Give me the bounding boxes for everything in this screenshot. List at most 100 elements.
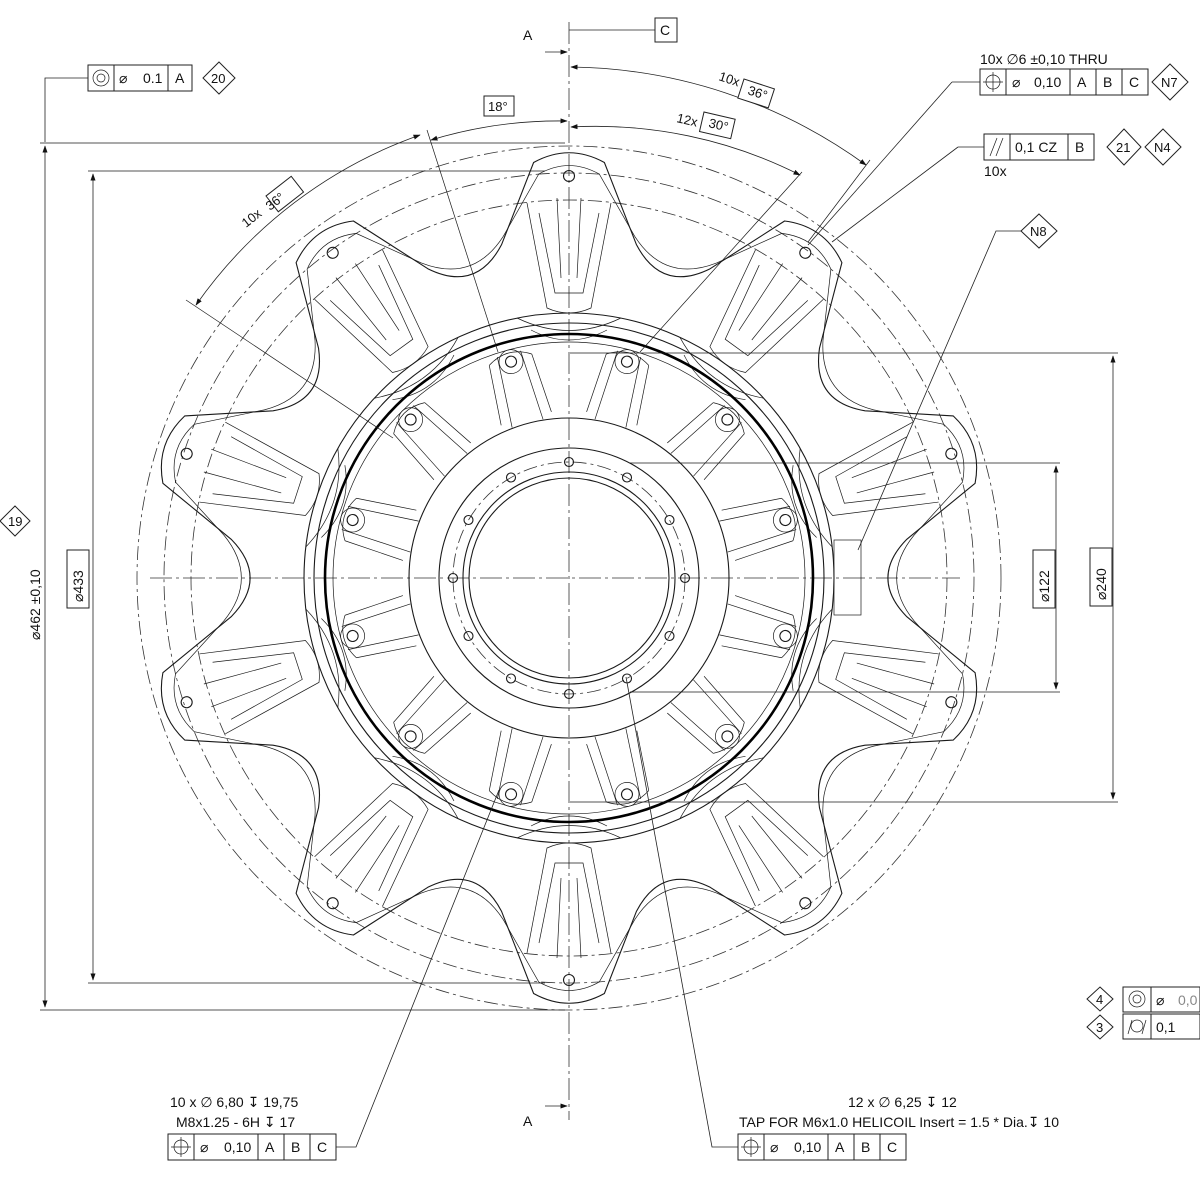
balloon-n4 — [1144, 128, 1182, 166]
svg-text:N8: N8 — [1030, 224, 1047, 239]
tooth-hole — [180, 696, 193, 709]
inner-spoke — [667, 402, 745, 480]
tooth-hole — [945, 447, 958, 460]
centerlines — [150, 22, 960, 1120]
inner-spokes — [340, 349, 798, 807]
svg-text:4: 4 — [1096, 992, 1103, 1007]
svg-text:B: B — [1075, 139, 1084, 155]
svg-text:0,1: 0,1 — [1156, 1019, 1176, 1035]
hub-bolt-hole — [463, 630, 474, 642]
inner-rings — [303, 312, 835, 844]
dim-462: ⌀462 ±0,10 19 — [0, 142, 565, 1011]
svg-text:C: C — [1129, 74, 1139, 90]
spoke-hole — [404, 413, 417, 426]
dim-240-label: ⌀240 — [1093, 568, 1109, 600]
spoke-hole — [721, 730, 734, 743]
dim-433: ⌀433 — [66, 170, 545, 984]
spoke-hole — [620, 355, 634, 368]
svg-text:3: 3 — [1096, 1020, 1103, 1035]
hub-bolt-hole — [505, 673, 517, 684]
spoke-hole — [346, 629, 359, 643]
svg-text:A: A — [175, 70, 185, 86]
dim-240: ⌀240 — [570, 352, 1118, 803]
fcf-top-left: ⌀ 0.1 A 20 — [44, 61, 236, 142]
angle-36-top: 36° — [746, 83, 769, 103]
section-label-bottom: A — [523, 1113, 533, 1129]
angle-18: 18° — [488, 99, 508, 114]
hub-bolt-hole — [664, 514, 675, 526]
spoke-hole — [779, 629, 792, 643]
inner-spoke — [488, 349, 552, 428]
svg-text:B: B — [1103, 74, 1112, 90]
svg-text:20: 20 — [211, 71, 225, 86]
svg-text:21: 21 — [1116, 140, 1130, 155]
svg-text:12x: 12x — [675, 110, 699, 129]
spoke-hole — [779, 513, 792, 527]
svg-text:A: A — [1077, 74, 1087, 90]
tooth-hole — [180, 447, 193, 460]
svg-text:10x: 10x — [239, 205, 265, 230]
n8-callout: N8 — [833, 213, 1058, 616]
svg-text:B: B — [861, 1139, 870, 1155]
concentricity-icon — [1128, 990, 1146, 1008]
helicoil-note-right: 12 x ∅ 6,25 ↧ 12 TAP FOR M6x1.0 HELICOIL… — [625, 676, 1059, 1161]
svg-text:0,10: 0,10 — [794, 1139, 821, 1155]
sprocket-body — [160, 152, 978, 1004]
tapped-hole-note-left: 10 x ∅ 6,80 ↧ 19,75 M8x1.25 - 6H ↧ 17 ⌀ … — [167, 789, 500, 1161]
inner-spoke — [586, 728, 650, 807]
fcf-right-edge: 4 ⌀ 0,0 3 0,1 — [1086, 986, 1200, 1040]
hub-bolt-hole — [664, 630, 675, 642]
tooth-pocket — [791, 421, 958, 548]
hub-bolt-hole — [621, 472, 633, 483]
inner-spoke — [719, 497, 798, 561]
inner-spoke — [340, 497, 419, 561]
parallelism-icon — [989, 137, 1004, 157]
inner-spoke — [719, 595, 798, 659]
datum-c: C — [569, 17, 678, 43]
balloon-19 — [0, 505, 31, 537]
svg-text:10x: 10x — [984, 163, 1007, 179]
svg-text:10x: 10x — [717, 69, 742, 90]
balloon-4 — [1086, 986, 1114, 1012]
note-left-line2: M8x1.25 - 6H ↧ 17 — [176, 1114, 295, 1130]
svg-text:A: A — [265, 1139, 275, 1155]
section-arrow-top: A — [523, 27, 568, 55]
hub-bolt-hole — [563, 456, 575, 468]
dim-433-label: ⌀433 — [70, 570, 86, 602]
tooth-pocket — [679, 755, 824, 910]
tooth-hole — [562, 169, 576, 183]
tooth-hole — [562, 973, 576, 987]
position-icon — [741, 1137, 761, 1157]
section-label-top: A — [523, 27, 533, 43]
spoke-hole — [346, 513, 359, 527]
balloon-20 — [202, 61, 236, 95]
position-icon — [983, 72, 1003, 92]
spoke-hole — [404, 730, 417, 743]
inner-spoke — [586, 349, 650, 428]
spoke-hole — [504, 788, 518, 801]
tooth-hole — [326, 897, 339, 910]
svg-text:0,0: 0,0 — [1178, 992, 1198, 1008]
svg-text:0,10: 0,10 — [1034, 74, 1061, 90]
note-left-line1: 10 x ∅ 6,80 ↧ 19,75 — [170, 1094, 298, 1110]
balloon-n8 — [1020, 213, 1058, 249]
spoke-hole — [504, 355, 518, 368]
thru-holes-callout: 10x ∅6 ±0,10 THRU ⌀ 0,10 A B C N7 — [807, 51, 1189, 246]
sprocket-offset — [173, 165, 965, 991]
inner-spoke — [340, 595, 419, 659]
cylindricity-icon — [1127, 1019, 1147, 1035]
inner-spoke — [393, 402, 471, 480]
reference-circles — [136, 145, 1002, 1011]
inner-spoke — [393, 676, 471, 754]
balloon-3 — [1086, 1014, 1114, 1040]
svg-text:0,1 CZ: 0,1 CZ — [1015, 139, 1057, 155]
dim-462-label: ⌀462 ±0,10 — [27, 569, 43, 640]
svg-text:⌀: ⌀ — [1012, 74, 1020, 90]
tooth-pocket — [314, 755, 459, 910]
balloon-21 — [1106, 128, 1142, 166]
svg-text:⌀: ⌀ — [1156, 992, 1164, 1008]
section-arrow-bottom: A — [523, 1103, 568, 1129]
svg-text:⌀: ⌀ — [119, 70, 127, 86]
bolt-holes — [447, 456, 691, 700]
dim-122: ⌀122 — [630, 462, 1060, 693]
